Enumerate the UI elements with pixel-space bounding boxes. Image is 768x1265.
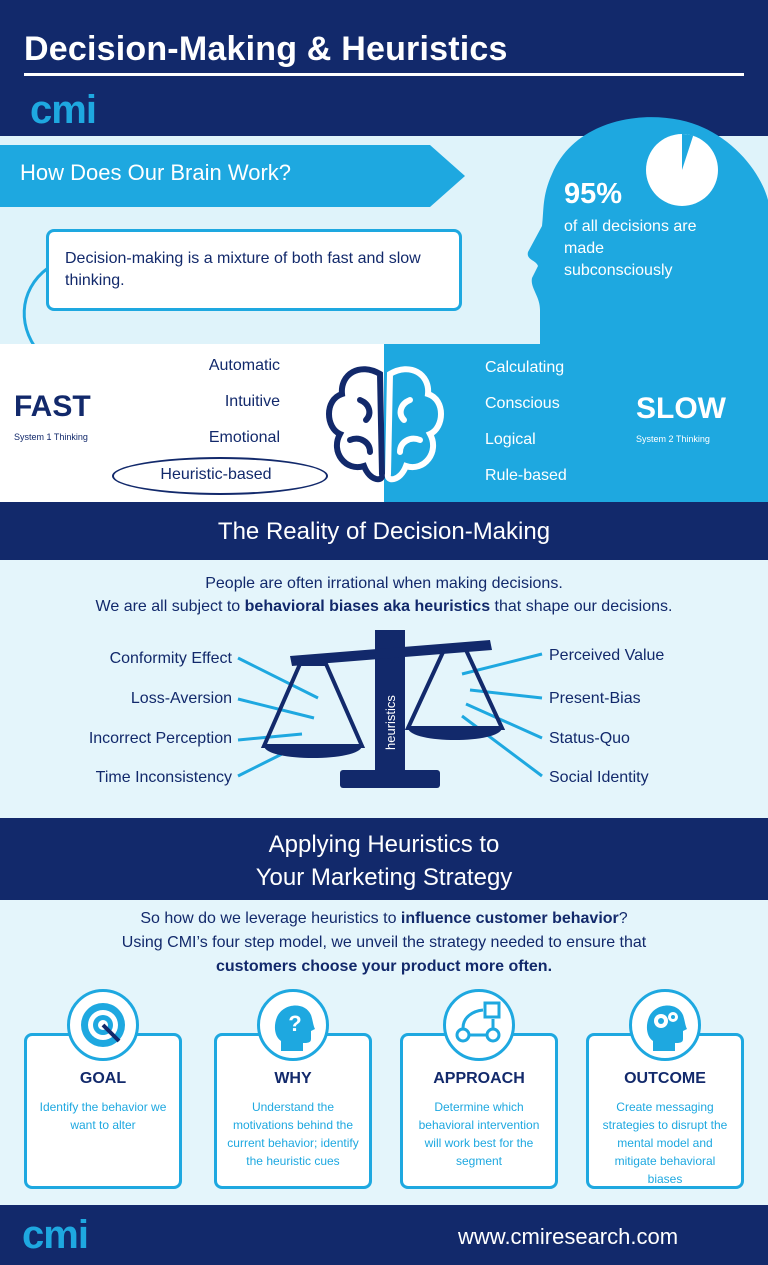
reality-header <box>0 502 768 560</box>
step-card-outcome: OUTCOME Create messaging strategies to d… <box>586 1033 744 1189</box>
slow-item: Conscious <box>485 395 560 412</box>
head-silhouette-icon <box>527 117 768 344</box>
scale-icon: heuristics <box>237 630 543 788</box>
card-title: WHY <box>274 1070 312 1087</box>
bias-right: Present-Bias <box>549 690 641 707</box>
stat-percentage: 95% <box>564 178 623 210</box>
header <box>0 0 768 136</box>
card-title: GOAL <box>79 1070 127 1087</box>
page-title: Decision-Making & Heuristics <box>24 30 508 68</box>
stat-description: of all decisions are made subconsciously <box>564 218 697 279</box>
card-text: Identify the behavior we want to alter <box>39 1100 167 1132</box>
apply-line-2: Using CMI’s four step model, we unveil t… <box>121 934 647 951</box>
highlight-oval <box>112 457 328 495</box>
reality-line-1: People are often irrational when making … <box>205 575 563 592</box>
bias-right: Status-Quo <box>549 730 630 747</box>
footer <box>0 1205 768 1265</box>
bias-left: Time Inconsistency <box>95 769 232 786</box>
fast-label: FAST <box>14 390 91 423</box>
step-card-approach: APPROACH Determine which behavioral inte… <box>400 1033 558 1189</box>
bias-right: Social Identity <box>549 769 649 786</box>
bias-left: Incorrect Perception <box>88 730 232 747</box>
fast-item: Emotional <box>208 429 280 446</box>
fast-item: Automatic <box>208 357 280 374</box>
callout-box: Decision-making is a mixture of both fas… <box>46 229 462 311</box>
bias-left: Loss-Aversion <box>130 690 232 707</box>
card-text: Understand the motivations behind the cu… <box>227 1100 359 1168</box>
fast-item: Intuitive <box>224 393 280 410</box>
card-text: Determine which behavioral intervention … <box>418 1100 540 1168</box>
gears-head-icon <box>629 989 701 1061</box>
slow-item: Calculating <box>485 359 565 376</box>
slow-panel <box>384 344 768 502</box>
question-head-icon: ? <box>257 989 329 1061</box>
reality-line-2: We are all subject to behavioral biases … <box>95 598 673 615</box>
card-text: Create messaging strategies to disrupt t… <box>602 1100 728 1186</box>
reality-title: The Reality of Decision-Making <box>217 518 551 545</box>
brain-icon <box>326 366 444 483</box>
title-underline <box>24 73 744 76</box>
slow-sublabel: System 2 Thinking <box>636 434 710 444</box>
fast-sublabel: System 1 Thinking <box>14 432 88 442</box>
svg-text:?: ? <box>288 1011 301 1036</box>
cmi-logo[interactable]: cmi <box>30 88 97 132</box>
apply-line-1: So how do we leverage heuristics to infl… <box>140 910 628 927</box>
fast-item-highlighted: Heuristic-based <box>160 466 272 483</box>
bias-right: Perceived Value <box>549 647 665 664</box>
target-icon <box>67 989 139 1061</box>
flow-icon <box>443 989 515 1061</box>
banner-arrow <box>0 145 465 207</box>
card-title: OUTCOME <box>624 1070 706 1087</box>
slow-item: Rule-based <box>485 467 567 484</box>
apply-header <box>0 818 768 900</box>
slow-label: SLOW <box>636 392 726 425</box>
slow-item: Logical <box>485 431 536 448</box>
pie-wedge <box>682 134 694 170</box>
brain-banner-title: How Does Our Brain Work? <box>20 160 292 185</box>
apply-line-3: customers choose your product more often… <box>215 958 553 975</box>
footer-cmi-logo[interactable]: cmi <box>22 1213 89 1257</box>
footer-url-link[interactable]: www.cmiresearch.com <box>458 1224 679 1249</box>
card-title: APPROACH <box>433 1070 525 1087</box>
bias-left: Conformity Effect <box>109 650 232 667</box>
scale-label: heuristics <box>383 695 398 750</box>
